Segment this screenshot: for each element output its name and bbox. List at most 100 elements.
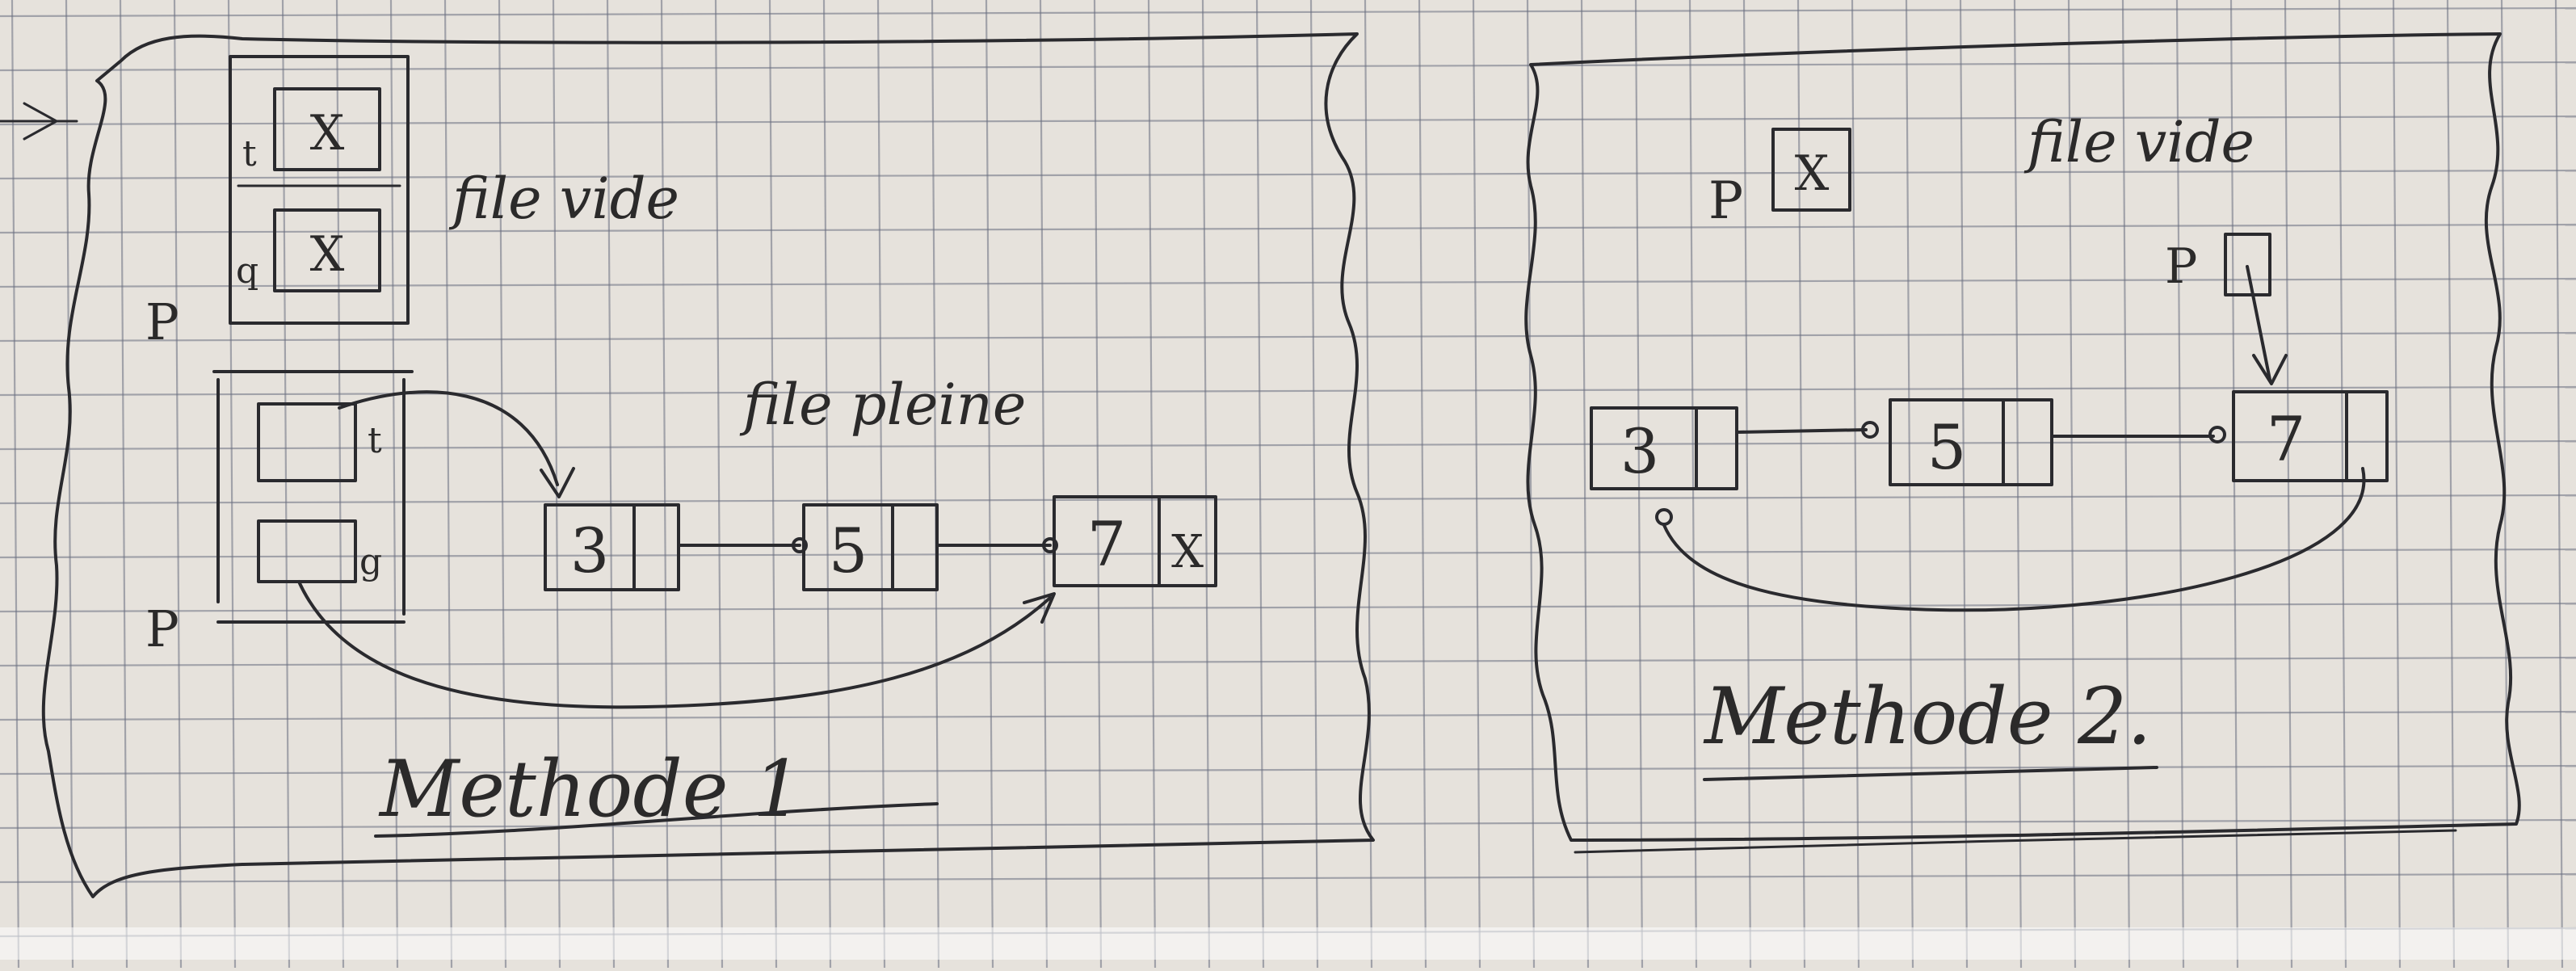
grid-line — [0, 277, 2576, 288]
full-label: file pleine — [739, 372, 1026, 438]
grid-line — [1039, 0, 1048, 969]
method1-panel: X X t q P file vide t g P file pleine 3 … — [0, 32, 1375, 898]
grid-line — [1580, 0, 1590, 969]
grid-line — [1472, 0, 1481, 969]
full-t-label: t — [368, 420, 382, 461]
p-pointer-arrow — [2246, 265, 2271, 381]
grid-line — [2121, 0, 2131, 969]
grid-line — [1147, 0, 1157, 969]
grid-line — [0, 6, 2576, 18]
grid-line — [2175, 0, 2185, 969]
grid-line — [0, 331, 2576, 343]
full-t-cell — [257, 402, 357, 482]
method2-panel: P X file vide P 3 5 7 — [1524, 32, 2521, 854]
node-box — [802, 503, 939, 591]
link-dot — [792, 537, 808, 553]
method2-frame-lower — [1574, 829, 2457, 854]
empty-label: file vide — [448, 166, 679, 232]
grid-line — [0, 385, 2576, 397]
method2-frame — [1524, 32, 2521, 842]
grid-line — [173, 0, 183, 969]
empty-q-value: X — [310, 226, 345, 283]
link-dot — [1042, 537, 1058, 553]
grid-line — [0, 115, 2576, 126]
grid-line — [1634, 0, 1644, 969]
node-box — [2232, 390, 2389, 482]
grid-line — [876, 0, 886, 969]
link-dot — [1861, 421, 1879, 439]
grid-line — [1688, 0, 1698, 969]
p-label-bottom: P — [145, 599, 179, 658]
grid-line — [931, 0, 940, 969]
node-box — [544, 503, 680, 591]
node-value: 3 — [1620, 415, 1659, 487]
grid-line — [1093, 0, 1103, 969]
grid-line — [443, 0, 453, 969]
method1-title: Methode 1 — [378, 744, 802, 834]
node-value: 5 — [829, 515, 868, 586]
grid-line — [1364, 0, 1373, 969]
grid-line — [0, 872, 2576, 884]
empty-label-2: file vide — [2023, 109, 2255, 175]
method2-node-1: 5 — [1889, 398, 2053, 486]
q-pointer-arrow — [297, 580, 1052, 709]
link-dot — [2208, 426, 2226, 443]
full-q-label: g — [359, 541, 382, 582]
p-label-top: P — [145, 292, 179, 351]
grid-line — [119, 0, 128, 969]
t-pointer-head — [540, 467, 575, 498]
node-value: 7 — [1087, 508, 1126, 580]
grid-line — [714, 0, 724, 969]
grid-line — [0, 602, 2576, 613]
grid-line — [2392, 0, 2402, 969]
empty-t-cell — [273, 87, 381, 171]
link-3-5 — [1735, 428, 1868, 434]
method2-underline — [1703, 766, 2158, 781]
grid-line — [0, 710, 2576, 721]
empty-queue-box — [229, 55, 410, 325]
grid-line — [0, 169, 2576, 180]
full-queue-box — [212, 370, 414, 624]
grid-line — [0, 818, 2576, 830]
method1-underline — [374, 802, 939, 838]
empty-pointer-value: X — [1795, 145, 1830, 202]
grid-line — [0, 656, 2576, 667]
grid-line — [498, 0, 507, 969]
grid-line — [2338, 0, 2347, 969]
method1-node-0: 3 — [544, 503, 680, 591]
grid-line — [0, 223, 2576, 234]
panel-arrow — [0, 102, 78, 141]
grid-line — [65, 0, 74, 969]
grid-line — [1309, 0, 1319, 969]
empty-pointer-cell — [1771, 128, 1851, 212]
p-label-full: P — [2165, 238, 2197, 295]
method2-node-0: 3 — [1590, 406, 1738, 490]
grid-line — [0, 548, 2576, 559]
method1-frame — [41, 32, 1375, 898]
link-dot — [1655, 508, 1673, 526]
grid-line — [1418, 0, 1427, 969]
node-box — [1889, 398, 2053, 486]
grid-line — [1851, 0, 1860, 969]
full-q-cell — [257, 519, 357, 583]
empty-q-cell — [273, 208, 381, 292]
grid-line — [281, 0, 291, 969]
grid-line — [2554, 0, 2564, 969]
grid-line — [1201, 0, 1211, 969]
p-label-empty: P — [1708, 171, 1743, 231]
grid-line — [335, 0, 345, 969]
grid-line — [822, 0, 832, 969]
grid-line — [389, 0, 399, 969]
grid-line — [606, 0, 616, 969]
grid-line — [1742, 0, 1752, 969]
grid-line — [2284, 0, 2293, 969]
empty-t-label: t — [242, 133, 257, 174]
method2-node-2: 7 — [2232, 390, 2389, 482]
grid-line — [2446, 0, 2456, 969]
grid-line — [660, 0, 670, 969]
q-pointer-head — [1023, 592, 1056, 624]
method1-node-1: 5 — [802, 503, 939, 591]
